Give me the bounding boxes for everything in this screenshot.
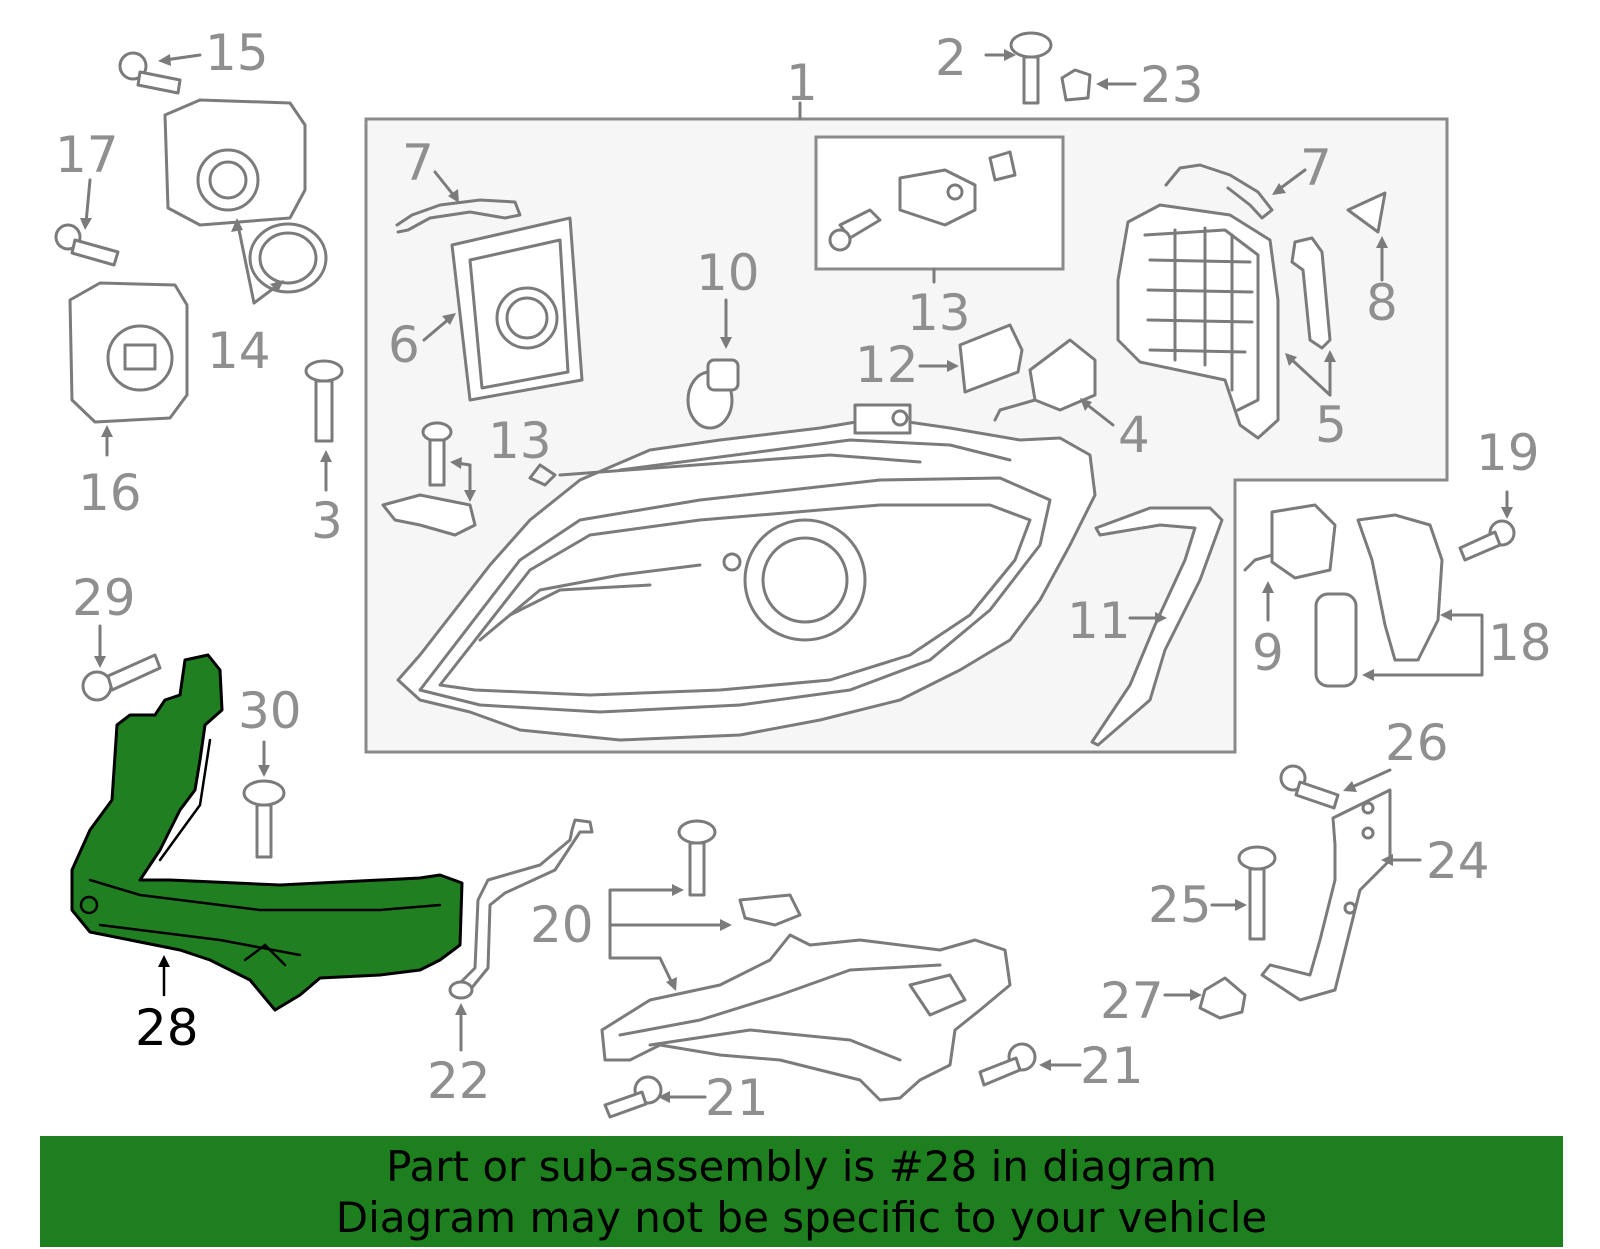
callout-27: 27 [1100, 972, 1164, 1030]
callout-16: 16 [78, 464, 142, 522]
callout-13-top: 13 [907, 284, 971, 342]
bolt-20 [677, 819, 717, 897]
socket-9 [1243, 503, 1337, 580]
bulb-10 [686, 358, 740, 430]
ballast-14 [163, 98, 328, 294]
screw-17 [54, 223, 120, 267]
callout-2: 2 [935, 29, 967, 87]
screw-3 [304, 359, 344, 443]
callout-13-lower: 13 [488, 412, 552, 470]
screw-15 [118, 51, 182, 95]
callout-6: 6 [388, 316, 420, 374]
callout-30: 30 [238, 682, 302, 740]
bolt-2 [1009, 31, 1053, 105]
callout-20: 20 [530, 896, 594, 954]
headlamp-housing [396, 403, 1097, 742]
wire-7-right [1164, 163, 1274, 220]
callout-24: 24 [1426, 832, 1490, 890]
screw-26 [1279, 764, 1340, 810]
callout-1: 1 [786, 54, 818, 112]
callout-12: 12 [855, 336, 919, 394]
bolt-29 [81, 653, 162, 702]
callout-29: 29 [72, 569, 136, 627]
hose-22 [456, 818, 594, 992]
callout-26: 26 [1385, 714, 1449, 772]
callout-5: 5 [1315, 396, 1347, 454]
bracket-28-highlighted [70, 653, 464, 1012]
bracket-13-lower [381, 421, 477, 537]
triangle-8 [1346, 191, 1387, 234]
callout-22: 22 [427, 1052, 491, 1110]
bracket-20 [600, 893, 1012, 1102]
callout-7-right: 7 [1300, 139, 1332, 197]
module-12 [958, 323, 1024, 394]
bracket-13-top [828, 150, 1017, 252]
banner-line-1: Part or sub-assembly is #28 in diagram [386, 1142, 1217, 1191]
leader-lines [80, 49, 1513, 1103]
connector-18 [1314, 513, 1444, 688]
callout-19: 19 [1476, 424, 1540, 482]
screw-21-right [978, 1042, 1037, 1087]
callout-10: 10 [696, 244, 760, 302]
banner-line-2: Diagram may not be specific to your vehi… [335, 1193, 1268, 1242]
bracket-24 [1260, 788, 1392, 1002]
socket-4 [993, 338, 1097, 422]
screw-21-left [603, 1075, 663, 1119]
bolt-25 [1237, 845, 1277, 941]
wire-7-left [395, 198, 522, 234]
bolt-30 [242, 779, 286, 859]
callout-8: 8 [1366, 274, 1398, 332]
info-banner: Part or sub-assembly is #28 in diagram D… [40, 1136, 1563, 1247]
callout-11: 11 [1067, 592, 1131, 650]
callout-15: 15 [205, 24, 269, 82]
callout-21-right: 21 [1080, 1037, 1144, 1095]
cover-5 [1116, 203, 1332, 440]
callout-3: 3 [311, 492, 343, 550]
callout-9: 9 [1252, 624, 1284, 682]
callout-18: 18 [1488, 614, 1552, 672]
callout-labels: 1 2 23 15 17 14 16 7 7 6 10 13 13 12 4 5… [55, 24, 1552, 1127]
callout-23: 23 [1140, 56, 1204, 114]
callout-25: 25 [1148, 876, 1212, 934]
callout-28: 28 [135, 999, 199, 1057]
ballast-16 [68, 281, 189, 424]
callout-14: 14 [207, 322, 271, 380]
callout-17: 17 [55, 126, 119, 184]
callout-21-left: 21 [705, 1069, 769, 1127]
projector-module-6 [450, 216, 584, 402]
callout-7-left: 7 [402, 134, 434, 192]
nut-27 [1198, 976, 1247, 1020]
plug-23 [1060, 68, 1092, 102]
trim-strip-11 [1090, 506, 1224, 747]
screw-19 [1458, 519, 1516, 562]
hose-22-end [448, 980, 474, 1000]
callout-4: 4 [1118, 406, 1150, 464]
